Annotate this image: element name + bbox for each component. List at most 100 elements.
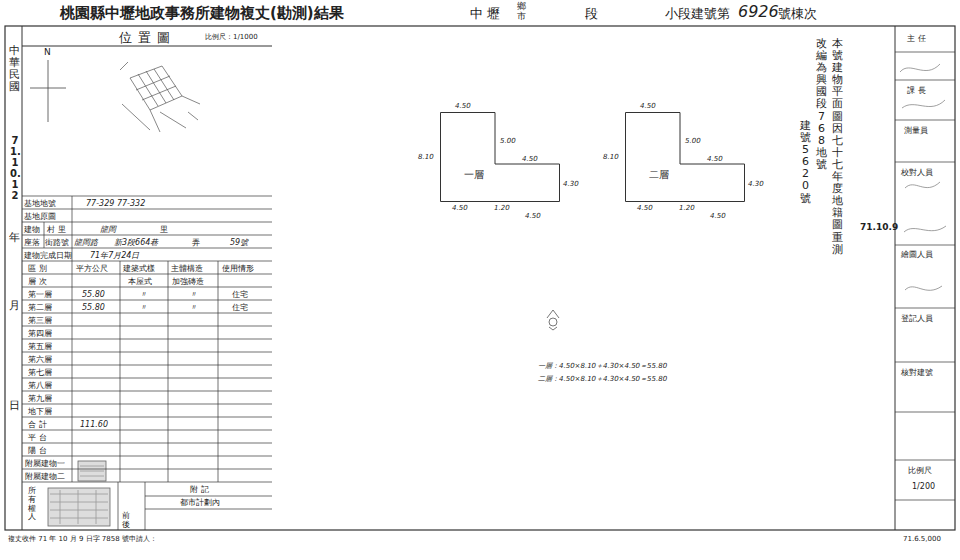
table-cell: 龍岡路 [74, 238, 98, 247]
dimension: 4.50 [452, 204, 468, 212]
dimension: 4.50 [525, 212, 541, 220]
dimension: 4.30 [563, 180, 579, 188]
print-code: 71.6.5,000 [903, 535, 941, 543]
table-cell: 第六層 [28, 355, 52, 364]
table-cell: 71年7月24日 [90, 251, 139, 260]
table-cell: 弄 [192, 238, 200, 247]
table-rule [895, 52, 955, 53]
table-rule [895, 362, 955, 363]
table-cell: 第五層 [28, 342, 52, 351]
table-rule [120, 261, 121, 482]
table-cell: 合 計 [28, 420, 47, 429]
floor-outline [625, 112, 745, 202]
table-cell: 附屬建物二 [25, 472, 65, 481]
table-rule [895, 412, 955, 413]
table-cell: 建物完成日期 [24, 251, 72, 260]
floor-plan-outline: 一層 [440, 112, 560, 202]
table-cell: 第三層 [28, 316, 52, 325]
table-header: 平方公尺 [76, 264, 108, 273]
district-name: 中 壢 [470, 7, 500, 22]
sign-field: 登記人員 [901, 314, 933, 323]
renumber-note: 建號5620號 [800, 120, 811, 205]
north-arrow [30, 60, 66, 122]
table-rule [895, 245, 955, 246]
owner-label: 所有權人 [28, 487, 36, 522]
table-cell: 第七層 [28, 368, 52, 377]
floor-name: 二層 [649, 168, 669, 182]
floor-outline-path [626, 113, 745, 202]
table-rule [22, 456, 272, 457]
renumber-note: 改編為興國段768地號 [816, 38, 827, 171]
floor-plan-outline: 二層 [625, 112, 745, 202]
table-rule [22, 352, 272, 353]
date-stamp: 71.10.12 [10, 135, 20, 201]
table-rule [118, 482, 119, 530]
dimension: 4.50 [707, 155, 723, 163]
dimension: 8.10 [418, 153, 434, 161]
sign-field: 測量員 [904, 126, 928, 135]
field-label: 小段建號第 [665, 7, 730, 22]
remark-heading: 附 記 [190, 485, 209, 494]
table-rule [895, 460, 955, 461]
dimension: 5.00 [685, 137, 701, 145]
dimension: 4.50 [637, 204, 653, 212]
table-rule [895, 80, 955, 81]
table-rule [22, 404, 272, 405]
table-rule [22, 222, 272, 223]
floor-outline-path [441, 113, 560, 202]
table-rule [895, 120, 955, 121]
table-cell: 59號 [230, 238, 248, 247]
table-rule [22, 274, 272, 275]
table-cell: 第四層 [28, 329, 52, 338]
table-rule [22, 469, 272, 470]
table-header: 主體構造 [171, 264, 203, 273]
table-cell: 平 台 [28, 433, 47, 442]
table-cell: 新3段664巷 [114, 238, 158, 247]
date-prefix: 中華民國 [9, 45, 20, 93]
section-word: 段 [585, 7, 598, 22]
table-cell: 111.60 [80, 420, 108, 429]
table-rule [22, 313, 272, 314]
remark-text: 都市計劃內 [180, 498, 220, 507]
sign-field: 繪圖人員 [901, 250, 933, 259]
dimension: 4.50 [455, 102, 471, 110]
remark-text: 前 後 [122, 512, 130, 530]
table-cell: 座落 [24, 238, 40, 247]
table-rule [168, 261, 169, 482]
table-rule [22, 261, 272, 262]
table-rule [22, 196, 272, 197]
table-rule [22, 482, 272, 483]
table-cell: 基地地號 [24, 199, 56, 208]
receipt-line: 複丈收件 71 年 10 月 9 日字 7858 號申請人： [8, 535, 157, 543]
table-cell: 〃 [190, 290, 198, 299]
date-unit: 月 [9, 300, 20, 313]
document-title: 桃園縣中壢地政事務所建物複丈(勘測)結果 [60, 5, 344, 22]
table-rule [22, 430, 272, 431]
building-number: 6926 [738, 3, 779, 21]
table-cell: 陽 台 [28, 446, 47, 455]
table-header: 使用情形 [222, 264, 254, 273]
floor-outline [440, 112, 560, 202]
scale-note: 比例尺：1/1000 [205, 33, 258, 41]
table-cell: 建物 [24, 225, 40, 234]
table-cell: 第八層 [28, 381, 52, 390]
seal-stamp [48, 461, 110, 526]
table-cell: 基地原圖 [24, 212, 56, 221]
table-cell: 住宅 [232, 290, 248, 299]
table-cell: 街路號 [45, 238, 69, 247]
date-unit: 日 [9, 400, 20, 413]
dimension: 4.30 [748, 180, 764, 188]
sign-field: 核對建號 [901, 368, 933, 377]
table-rule [145, 509, 272, 510]
table-rule [44, 222, 45, 248]
table-cell: 村 里 [47, 225, 66, 234]
table-cell: 第二層 [28, 303, 52, 312]
table-rule [22, 339, 272, 340]
table-cell: 77-329 77-332 [86, 199, 145, 208]
district-type: 鄉市 [517, 2, 526, 22]
table-rule [22, 417, 272, 418]
dimension: 4.50 [522, 155, 538, 163]
table-cell: 〃 [190, 303, 198, 312]
floor-name: 一層 [464, 168, 484, 182]
table-rule [72, 196, 73, 482]
